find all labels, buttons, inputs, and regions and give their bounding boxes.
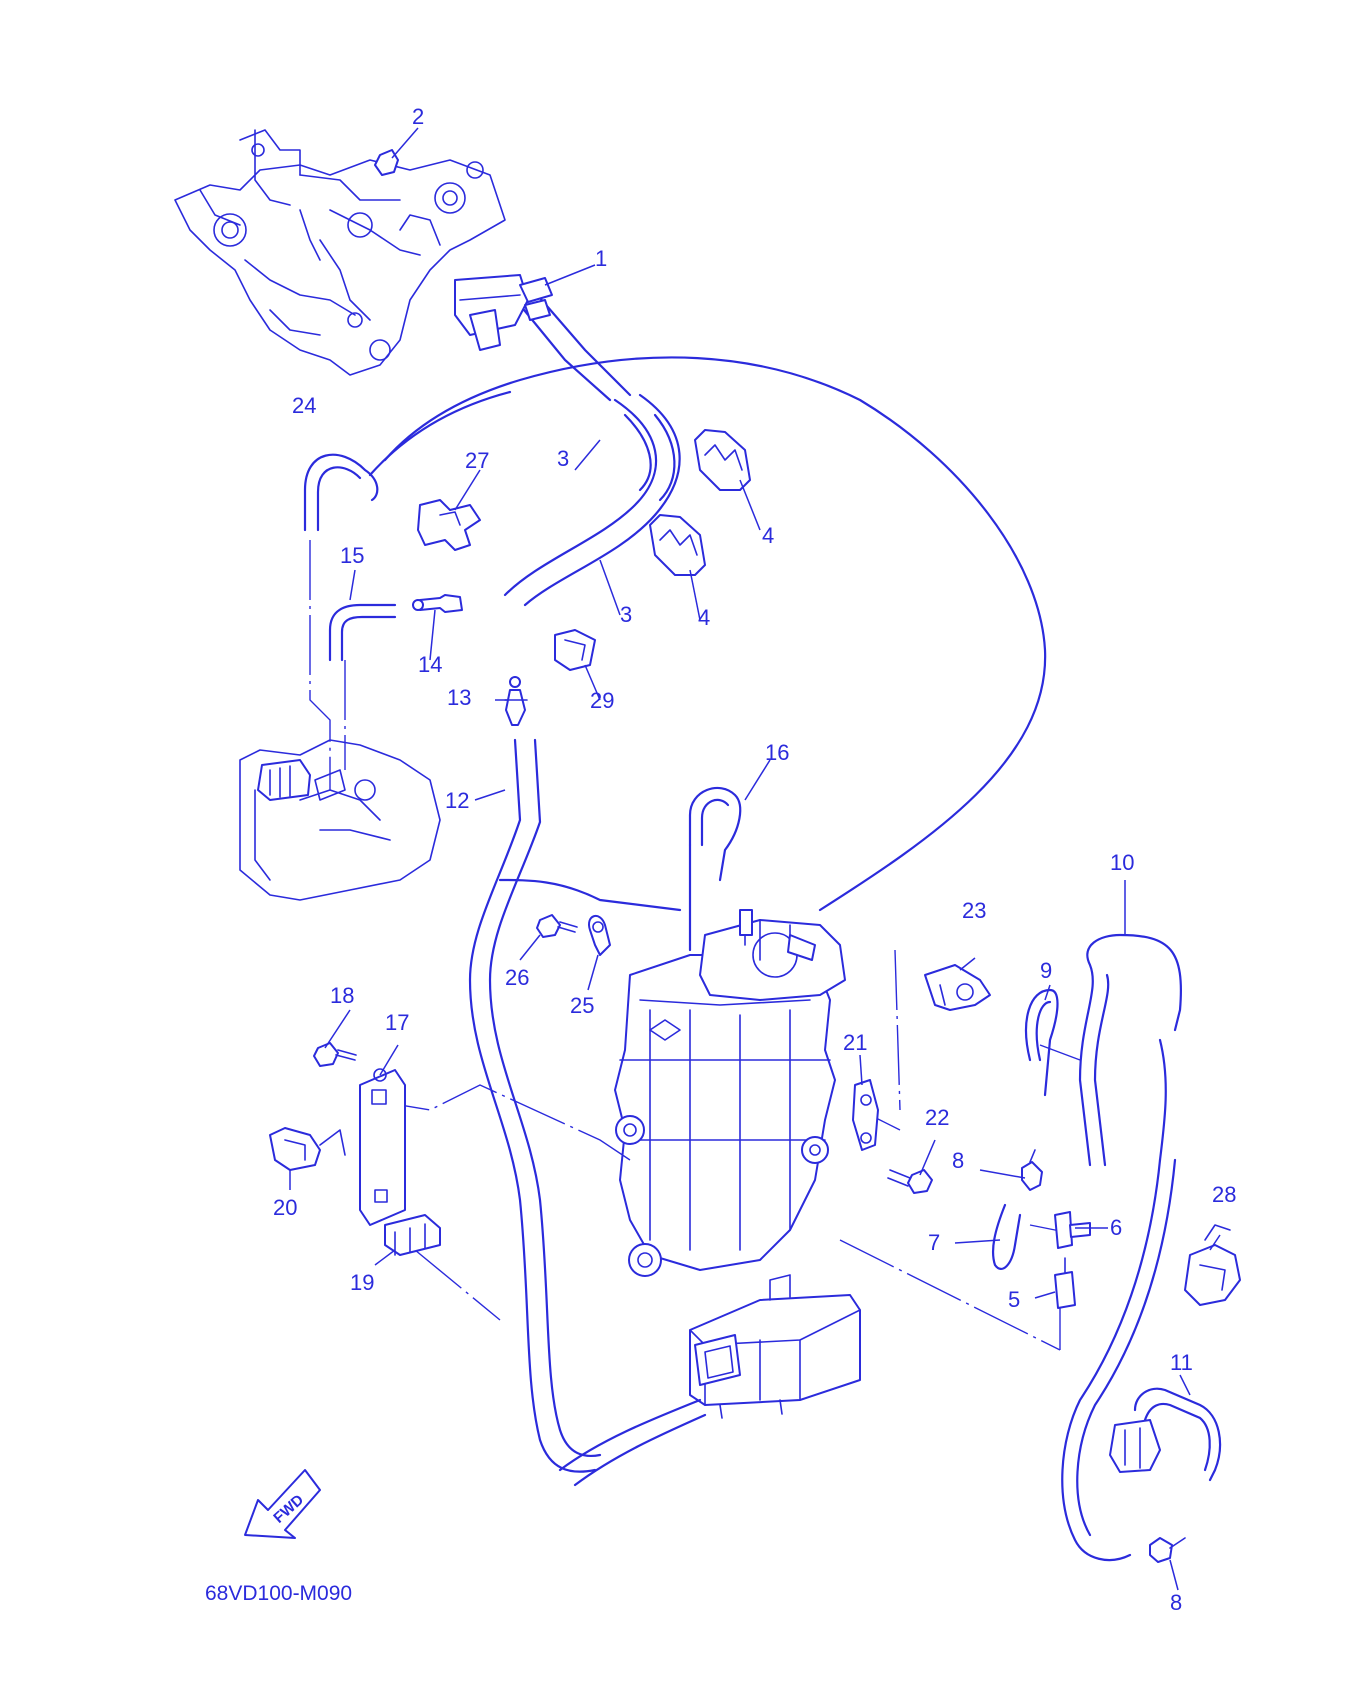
lower-right-hose <box>1061 1158 1177 1562</box>
hose-16 <box>688 786 742 952</box>
hose-9 <box>1025 988 1059 1097</box>
engine-intake-manifold <box>174 129 506 376</box>
part-1-solenoid <box>454 274 553 351</box>
part-18-bolt <box>313 1042 357 1067</box>
part-22-bolt <box>887 1169 933 1194</box>
hose-11 <box>1133 1387 1222 1482</box>
callout-22: 22 <box>925 1105 949 1130</box>
part-2-nut <box>374 149 399 176</box>
callout-5: 5 <box>1008 1287 1020 1312</box>
callout-27: 27 <box>465 448 489 473</box>
callout-21: 21 <box>843 1030 867 1055</box>
callout-17: 17 <box>385 1010 409 1035</box>
hose-24 <box>303 453 379 532</box>
callout-3-upper: 3 <box>557 446 569 471</box>
callout-leader-lines <box>289 127 1221 1591</box>
engine-lower-section <box>239 739 441 901</box>
hose-3-pair <box>503 393 681 607</box>
vapor-separator-assembly <box>614 909 846 1277</box>
fwd-direction-arrow: FWD <box>244 1469 321 1539</box>
part-8-fitting-upper <box>1021 1149 1043 1191</box>
callout-12: 12 <box>445 788 469 813</box>
part-13-connector <box>504 676 528 726</box>
part-14-connector <box>412 594 463 613</box>
callout-24: 24 <box>292 393 316 418</box>
part-11-fitting-mount <box>1109 1419 1161 1473</box>
callout-9: 9 <box>1040 958 1052 983</box>
hose-10 <box>1078 933 1182 1167</box>
callout-2: 2 <box>412 104 424 129</box>
callout-4-lower: 4 <box>698 605 710 630</box>
part-6-tee-joint <box>1054 1211 1091 1249</box>
part-17-bracket <box>359 1068 406 1226</box>
callout-15: 15 <box>340 543 364 568</box>
part-4-clamp-upper <box>694 429 751 491</box>
callout-10: 10 <box>1110 850 1134 875</box>
vent-loop-hose <box>368 356 1047 912</box>
part-29-clamp <box>554 629 596 671</box>
callout-13: 13 <box>447 685 471 710</box>
part-20-clamp <box>269 1127 346 1171</box>
part-8-fitting-lower <box>1149 1537 1186 1563</box>
part-27-clip <box>417 499 481 551</box>
callout-1: 1 <box>595 246 607 271</box>
part-28-clip <box>1184 1224 1241 1306</box>
callout-4-upper: 4 <box>762 523 774 548</box>
callout-7: 7 <box>928 1230 940 1255</box>
hose-7 <box>991 1203 1022 1270</box>
callout-11: 11 <box>1170 1350 1193 1375</box>
hose-1-lines <box>518 296 632 402</box>
callout-6: 6 <box>1110 1215 1122 1240</box>
part-5-fitting <box>1054 1257 1076 1309</box>
diagram-code: 68VD100-M090 <box>205 1582 352 1605</box>
hose-15 <box>328 603 397 662</box>
callout-28: 28 <box>1212 1182 1236 1207</box>
callout-8-lower: 8 <box>1170 1590 1182 1615</box>
callout-18: 18 <box>330 983 354 1008</box>
callout-14: 14 <box>418 652 442 677</box>
callout-26: 26 <box>505 965 529 990</box>
separator-to-canister-hose <box>558 1398 707 1487</box>
callout-8-upper: 8 <box>952 1148 964 1173</box>
callout-23: 23 <box>962 898 986 923</box>
part-25-clip <box>588 915 611 956</box>
part-4-clamp-lower <box>649 514 706 576</box>
callout-19: 19 <box>350 1270 374 1295</box>
part-23-clip <box>924 964 991 1011</box>
part-26-bolt <box>536 914 578 938</box>
callout-20: 20 <box>273 1195 297 1220</box>
hose-12 <box>468 738 682 1473</box>
callout-29: 29 <box>590 688 614 713</box>
callout-25: 25 <box>570 993 594 1018</box>
part-21-bracket <box>852 1079 879 1151</box>
callout-numbers: 1 2 3 3 4 4 5 6 7 8 8 9 10 11 12 13 14 1… <box>273 104 1236 1615</box>
vapor-canister <box>689 1274 861 1419</box>
callout-16: 16 <box>765 740 789 765</box>
part-19-clip <box>384 1214 441 1256</box>
callout-3-lower: 3 <box>620 602 632 627</box>
